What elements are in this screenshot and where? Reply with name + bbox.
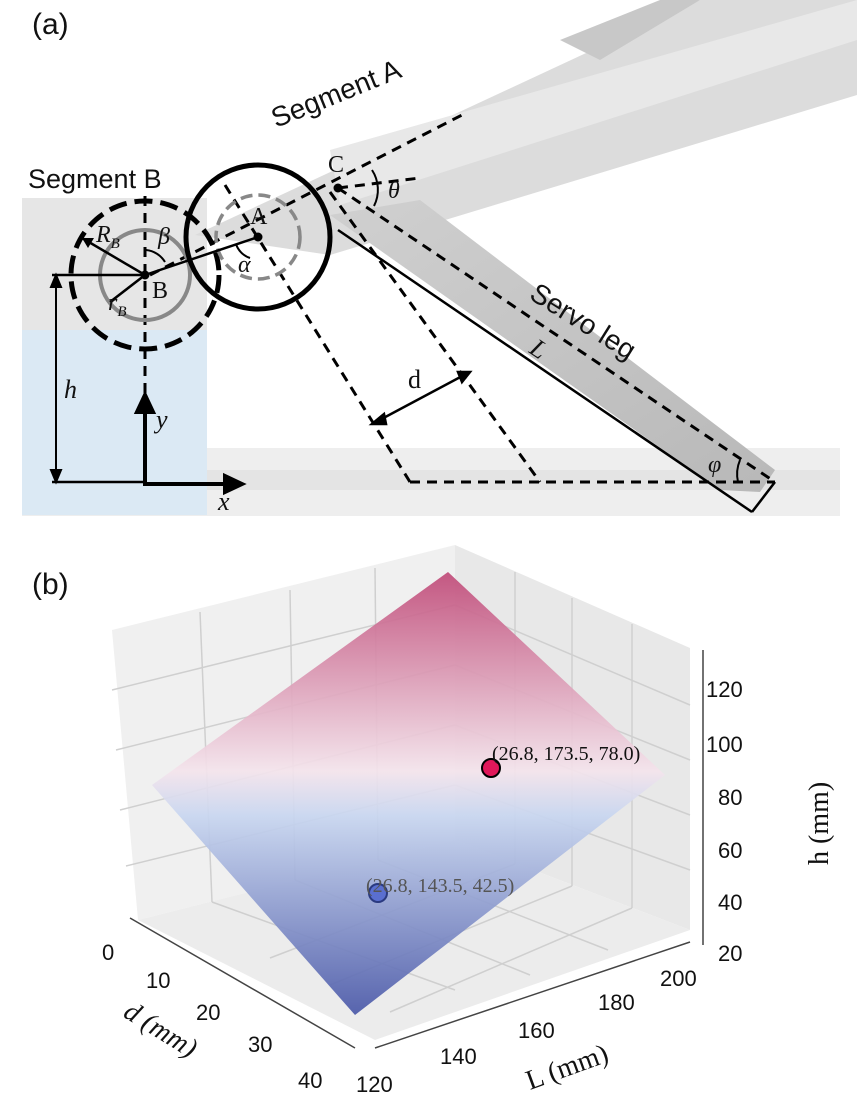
phi-label: φ [708, 452, 721, 478]
x-axis-label: d (mm) [118, 996, 202, 1065]
z-tick-label: 100 [706, 732, 743, 757]
beta-arc [145, 249, 166, 263]
point-a-dot [253, 232, 263, 242]
point-b-dot [140, 270, 150, 280]
segment-b-label: Segment B [28, 164, 162, 194]
x-tick-label: 40 [298, 1068, 322, 1093]
x-ticks: 0 10 20 30 40 [102, 940, 322, 1093]
point-c-label: C [328, 152, 344, 178]
z-axis-label: h (mm) [804, 782, 835, 865]
x-tick-label: 0 [102, 940, 114, 965]
point-high-label: (26.8, 173.5, 78.0) [492, 743, 640, 765]
ground-shadow [200, 470, 840, 490]
d-dimension [368, 370, 473, 426]
y-axis-line [374, 941, 691, 1049]
segment-b-block [22, 198, 207, 338]
y-tick-label: 120 [356, 1072, 393, 1097]
x-tick-label: 20 [196, 1000, 220, 1025]
z-tick-label: 120 [706, 677, 743, 702]
segment-a-outer-circle [183, 162, 333, 312]
x-tick-label: 30 [248, 1032, 272, 1057]
point-a-label: A [250, 204, 268, 230]
segment-a-label: Segment A [267, 53, 406, 133]
x-axis-line [129, 917, 356, 1049]
h-dimension [49, 272, 63, 485]
z-tick-label: 60 [718, 838, 742, 863]
xy-axes [133, 390, 247, 496]
base-block [22, 330, 207, 515]
point-c-dot [333, 183, 343, 193]
phi-arc [736, 459, 741, 483]
y-tick-label: 200 [660, 966, 697, 991]
servo-leg-body [330, 200, 775, 492]
alpha-arc [235, 243, 251, 259]
point-b-label: B [152, 278, 168, 304]
r-big-label: RB [95, 222, 120, 252]
r-small-label: rB [108, 290, 127, 320]
panel-a: (a) Segment A Segment B Servo leg [22, 0, 857, 516]
segment-a-inner-circle [214, 193, 302, 281]
axis-y-label: y [153, 405, 168, 434]
alpha-label: α [238, 252, 251, 278]
axis-x-label: x [217, 487, 230, 516]
z-ticks: 20 40 60 80 100 120 [706, 677, 743, 966]
z-tick-label: 80 [718, 785, 742, 810]
y-axis-label: L (mm) [522, 1038, 613, 1096]
point-low-label: (26.8, 143.5, 42.5) [366, 875, 514, 897]
solid-lines [52, 228, 776, 514]
panel-b: (b) [32, 545, 835, 1097]
segment-a-rail [330, 0, 857, 205]
segment-b-outer-circle [68, 198, 222, 352]
y-tick-label: 180 [598, 990, 635, 1015]
theta-arc [371, 169, 379, 207]
x-tick-label: 10 [146, 968, 170, 993]
z-tick-label: 20 [718, 941, 742, 966]
y-ticks: 120 140 160 180 200 [356, 966, 697, 1097]
point-low [368, 883, 388, 903]
surface-plane [152, 572, 665, 1015]
z-tick-label: 40 [718, 890, 742, 915]
r-big-arrowhead [82, 238, 94, 248]
panel-b-label: (b) [32, 568, 69, 601]
point-high [481, 758, 501, 778]
h-label: h [64, 375, 77, 404]
d-label: d [408, 365, 421, 394]
beta-label: β [157, 224, 170, 250]
segment-a-mechanism [560, 0, 700, 60]
theta-label: θ [388, 178, 400, 204]
y-tick-label: 160 [518, 1018, 555, 1043]
y-tick-label: 140 [440, 1044, 477, 1069]
panel-a-label: (a) [32, 8, 69, 41]
